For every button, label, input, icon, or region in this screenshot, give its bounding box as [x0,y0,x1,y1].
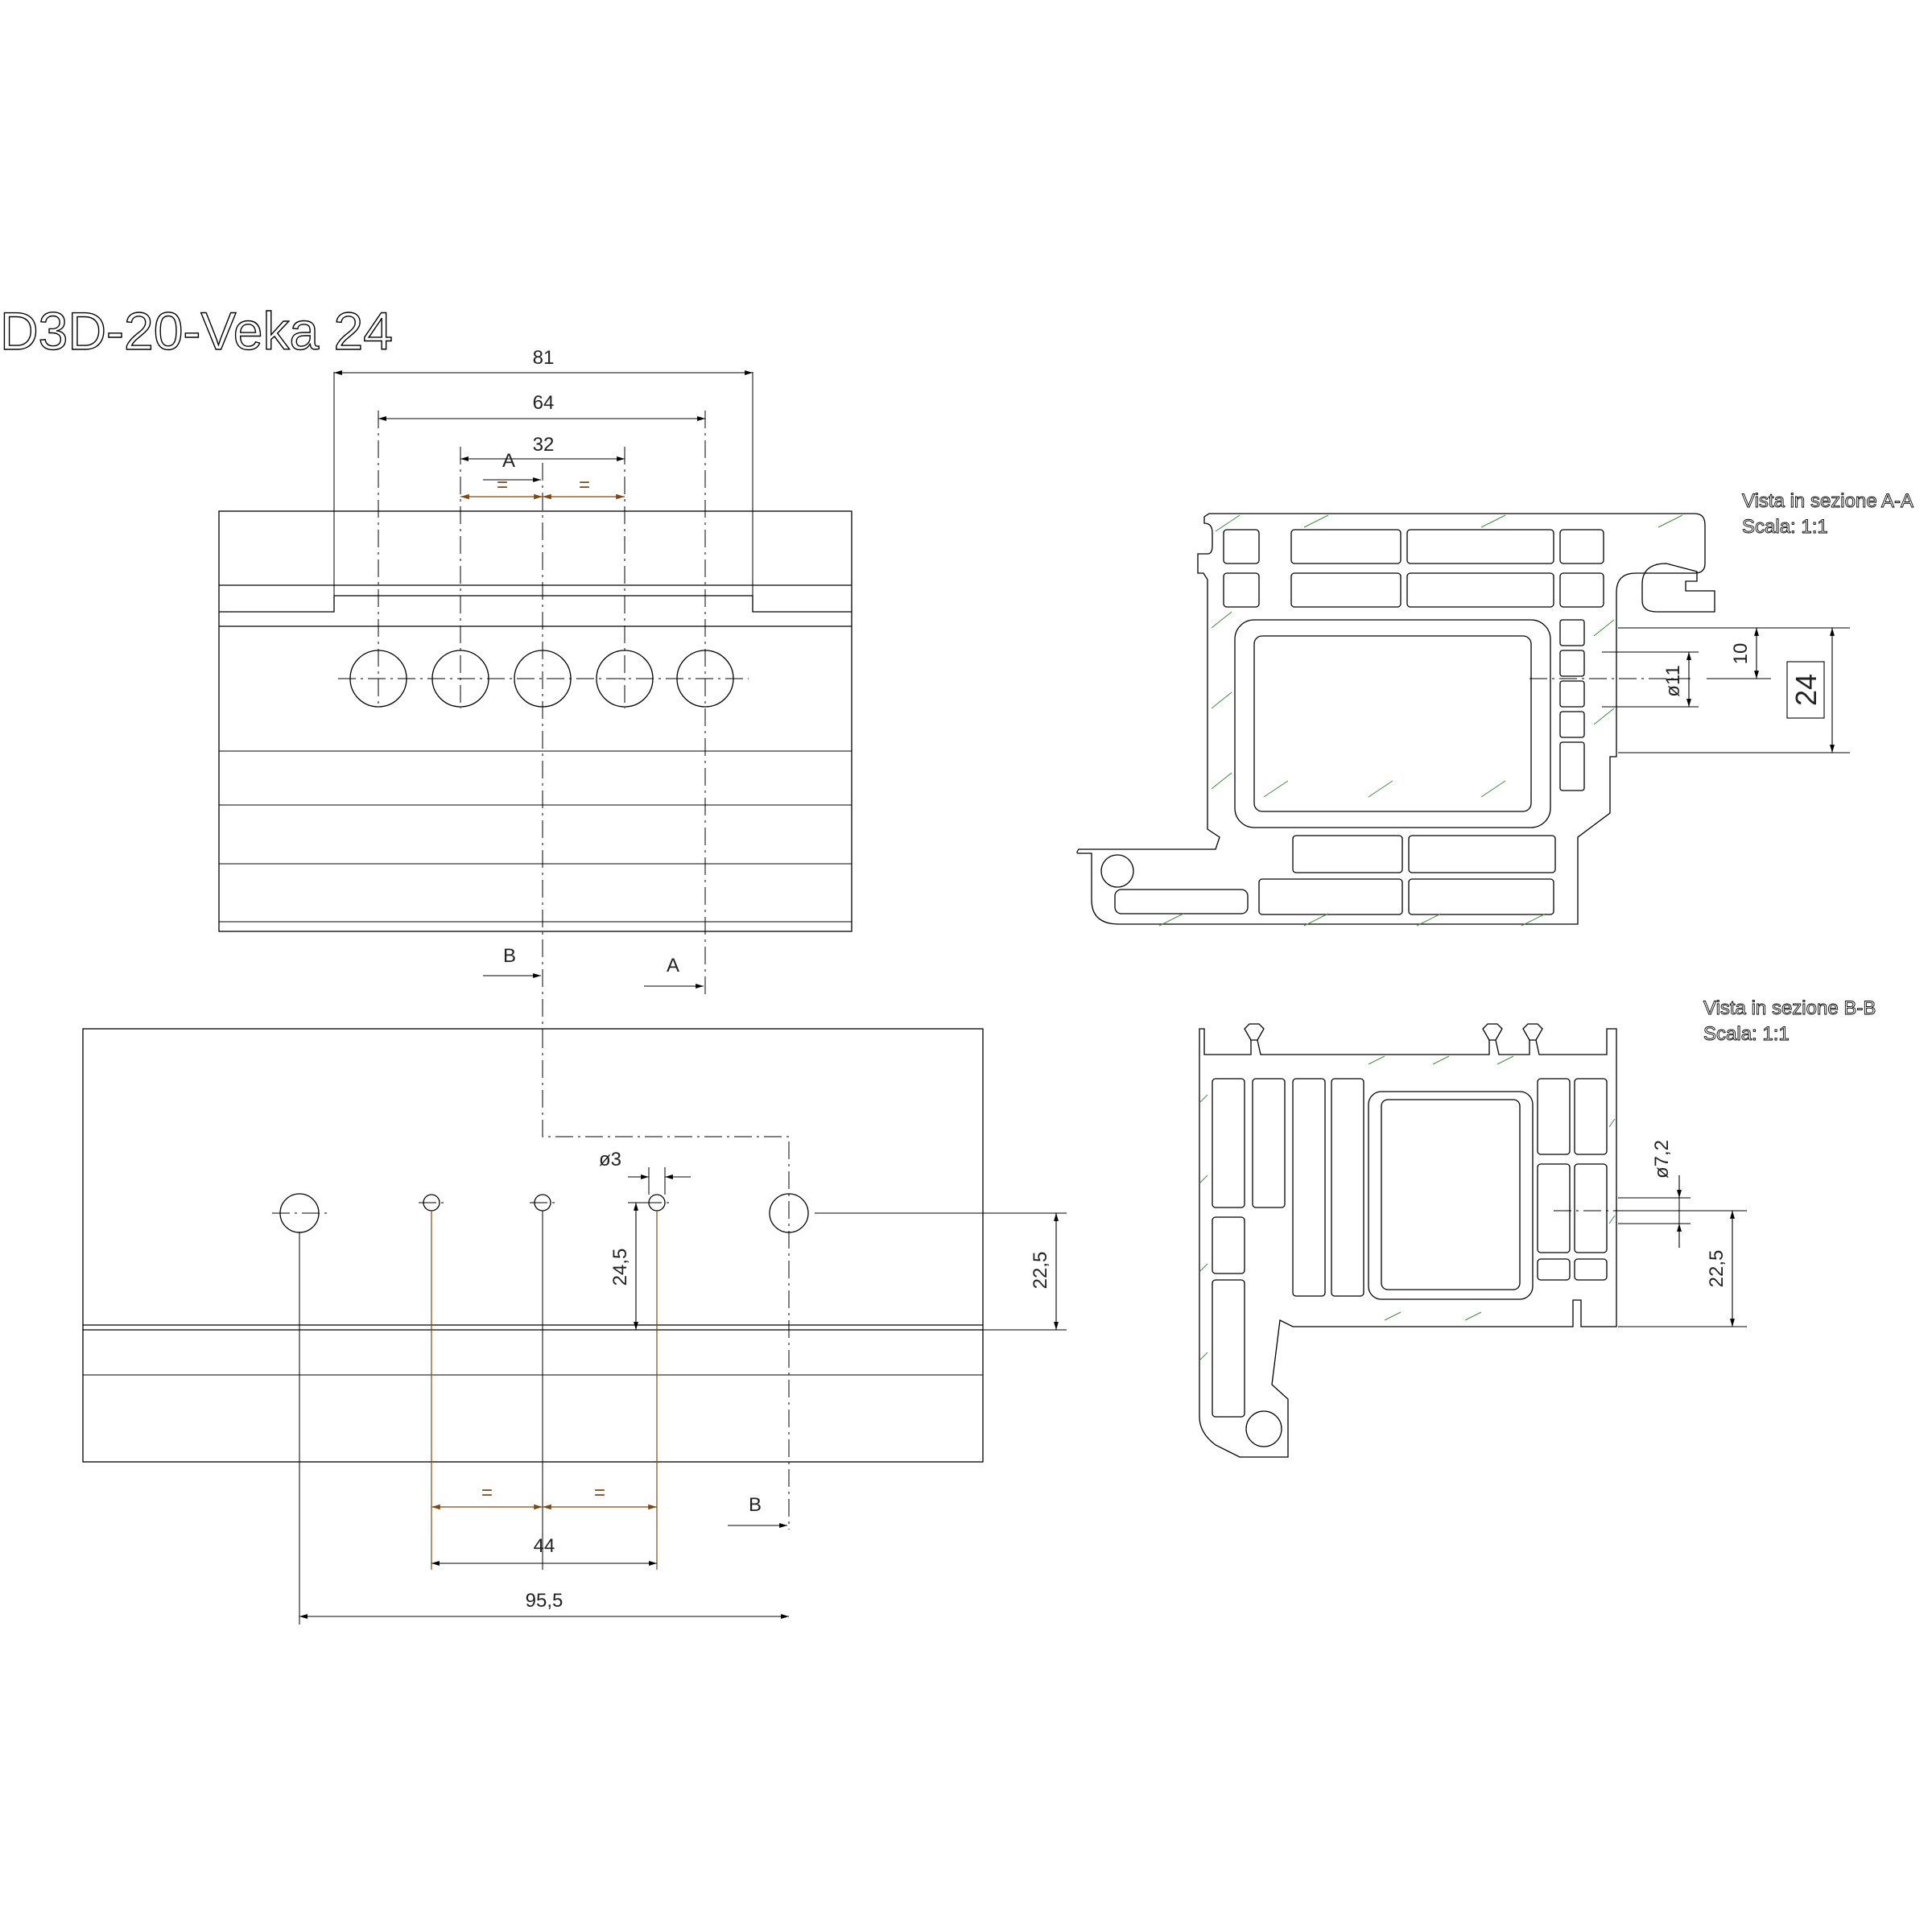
section-b-scale: Scala: 1:1 [1703,1023,1790,1045]
equal-mark-left: = [497,474,508,496]
dim-dia11-label: ø11 [1662,665,1684,697]
section-a-gasket-icon [1100,854,1134,888]
equal-mark-bottom-right: = [594,1482,605,1504]
section-a-a: Vista in sezione A-A Scala: 1:1 [1076,490,1913,927]
drawing-title: D3D-20-Veka 24 [0,301,393,361]
hole-row [338,650,749,708]
dim-10-label: 10 [1730,643,1752,665]
top-view: 81 64 32 = = A B A [218,347,852,1030]
section-a-scale: Scala: 1:1 [1742,516,1828,538]
section-marker-a-top: A [502,450,515,472]
dim-24-label: 24 [1790,674,1823,706]
dim-dia7-2-label: ø7,2 [1651,1140,1673,1179]
dim-24-5-label: 24,5 [609,1249,631,1286]
dim-44-label: 44 [534,1535,555,1557]
dim-95-5-label: 95,5 [526,1590,564,1612]
section-b-b: Vista in sezione B-B Scala: 1:1 [1199,997,1876,1458]
dim-81-label: 81 [533,347,555,369]
section-a-profile [1076,513,1706,925]
dim-b-22-5-label: 22,5 [1706,1250,1728,1288]
dim-64-label: 64 [533,392,555,414]
equal-mark-right: = [579,474,590,496]
bottom-view-outline [82,1028,984,1463]
section-b-profile [1199,1028,1617,1458]
equal-mark-bottom-left: = [481,1482,493,1504]
dim-22-5-label: 22,5 [1030,1252,1051,1290]
dim-24-box [1786,661,1825,719]
section-b-title: Vista in sezione B-B [1703,997,1876,1019]
top-view-outline [218,510,852,932]
section-a-title: Vista in sezione A-A [1742,490,1913,512]
dim-32-label: 32 [533,434,555,456]
section-marker-b: B [503,945,516,967]
dim-dia3-label: ø3 [599,1149,621,1170]
section-marker-b-bottom: B [749,1494,762,1516]
section-marker-a-bottom: A [667,955,679,976]
bottom-view: ø3 24,5 22,5 = = 44 95,5 B [82,1028,1067,1624]
